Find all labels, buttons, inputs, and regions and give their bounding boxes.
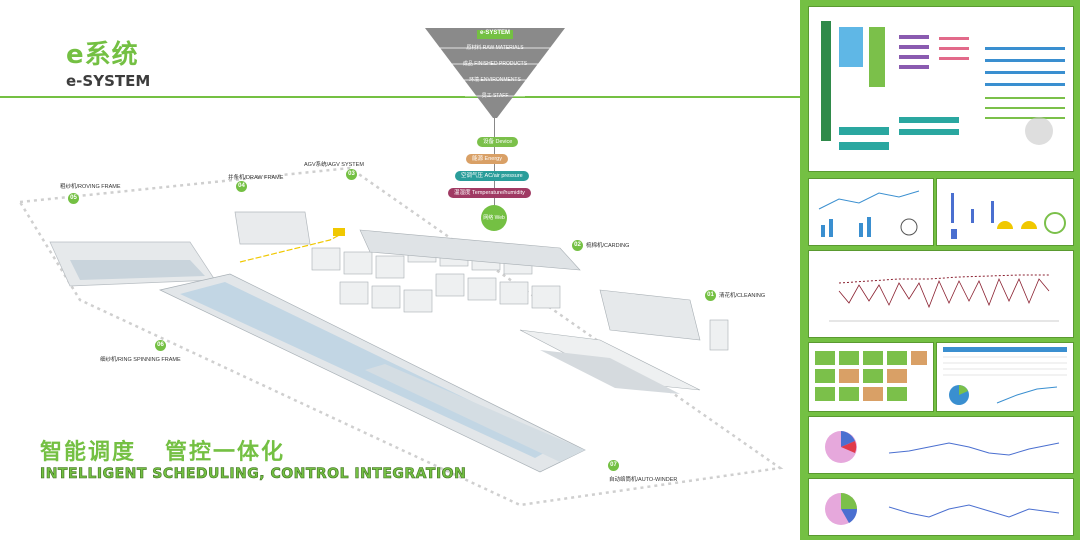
header-divider [0, 96, 800, 98]
metric-pill-air: 空调气压 AC/air pressure [455, 171, 529, 181]
metric-pill-temperature: 温湿度 Temperature/humidity [448, 188, 531, 198]
dashboard-thumbnail-trend [808, 250, 1074, 338]
dashboard-thumbnail-gauges [936, 178, 1074, 246]
network-node: 网络 Web [481, 205, 507, 231]
funnel-level: 环境 ENVIRONMENTS [469, 77, 521, 83]
station-number: 05 [68, 193, 79, 204]
dashboard-thumbnail-charts [808, 178, 934, 246]
factory-boundary [18, 166, 784, 507]
metric-pill-device: 设备 Device [477, 137, 519, 147]
funnel-level: 成品 FINISHED PRODUCTS [462, 61, 528, 67]
brand-title-en: e-SYSTEM [66, 72, 151, 90]
funnel-level: 原材料 RAW MATERIALS [466, 45, 524, 51]
connector-line [494, 118, 495, 210]
station-number: 01 [705, 290, 716, 301]
factory-floor [49, 211, 729, 473]
station-label: 粗纱机/ROVING FRAME [60, 184, 121, 190]
station-label: 清花机/CLEANING [719, 293, 766, 299]
station-number: 03 [346, 169, 357, 180]
dashboard-panel [800, 0, 1080, 540]
brand-title-cn: e系统 [66, 40, 139, 70]
dashboard-thumbnail-pie-line-2 [808, 478, 1074, 536]
metric-pill-energy: 能源 Energy [466, 154, 508, 164]
station-number: 06 [155, 340, 166, 351]
funnel-title: e-SYSTEM [479, 30, 510, 36]
station-label: AGV系统/AGV SYSTEM [304, 162, 364, 168]
dashboard-thumbnail-table [936, 342, 1074, 412]
slogan-en: INTELLIGENT SCHEDULING, CONTROL INTEGRAT… [40, 466, 467, 483]
station-number: 04 [236, 181, 247, 192]
funnel-diagram [425, 28, 565, 118]
station-number: 07 [608, 460, 619, 471]
funnel-level: 员工 STAFF [481, 93, 509, 99]
station-label: 细纱机/RING SPINNING FRAME [100, 357, 181, 363]
station-label: 自动络筒机/AUTO-WINDER [609, 477, 678, 483]
dashboard-thumbnail-pie-line [808, 416, 1074, 474]
dashboard-thumbnail-grid [808, 342, 934, 412]
station-label: 并条机/DRAW FRAME [228, 175, 284, 181]
station-label: 梳棉机/CARDING [586, 243, 630, 249]
slogan-cn: 智能调度 管控一体化 [40, 440, 285, 465]
dashboard-thumbnail-process [808, 6, 1074, 172]
station-number: 02 [572, 240, 583, 251]
